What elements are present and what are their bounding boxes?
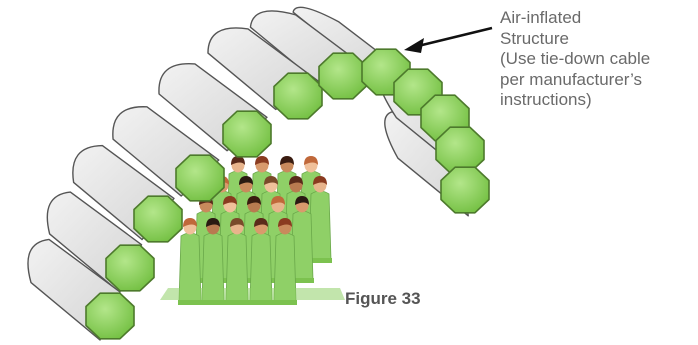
callout-line-5: instructions) [500, 90, 690, 111]
tube-end-cap [436, 127, 484, 173]
tube-end-cap [134, 196, 182, 242]
tube-end-cap [319, 53, 367, 99]
structure-callout-label: Air-inflated Structure (Use tie-down cab… [500, 8, 690, 111]
callout-line-4: per manufacturer’s [500, 70, 690, 91]
tube-end-cap [176, 155, 224, 201]
callout-arrow [404, 28, 492, 53]
figure-caption: Figure 33 [345, 289, 421, 309]
callout-line-2: Structure [500, 29, 690, 50]
tube-end-cap [86, 293, 134, 339]
callout-line-1: Air-inflated [500, 8, 690, 29]
tube-end-cap [274, 73, 322, 119]
tube-end-cap [106, 245, 154, 291]
tube-end-cap [441, 167, 489, 213]
tube-end-cap [223, 111, 271, 157]
callout-line-3: (Use tie-down cable [500, 49, 690, 70]
